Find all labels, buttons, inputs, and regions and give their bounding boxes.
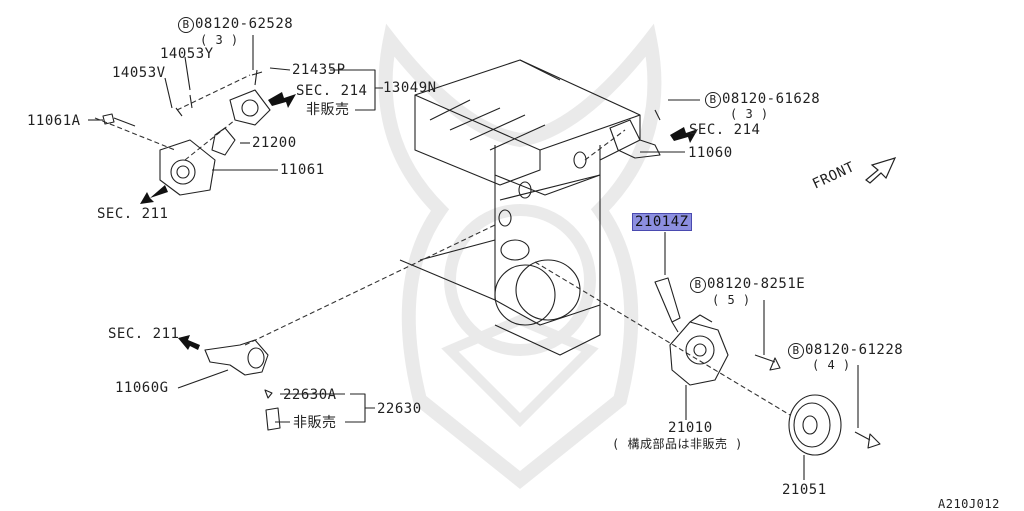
label-not-sold-top: 非販売 <box>306 102 350 118</box>
water-pump <box>669 314 729 386</box>
part-number: 08120-8251E <box>707 276 806 292</box>
label-21435p[interactable]: 21435P <box>292 62 346 78</box>
water-inlet-pipe <box>204 339 269 376</box>
pulley <box>788 394 842 456</box>
label-11060[interactable]: 11060 <box>688 145 733 161</box>
qty-8251e: ( 5 ) <box>712 293 751 307</box>
label-sec211-bottom[interactable]: SEC. 211 <box>108 326 180 342</box>
sealant-tube <box>654 277 681 333</box>
bolt-marker-icon: B <box>788 343 804 359</box>
bolt-11061a <box>102 113 136 127</box>
label-21014z-highlighted[interactable]: 21014Z <box>632 213 692 231</box>
arrow-sec214-right <box>670 127 698 143</box>
arrow-sec211-top <box>140 185 168 204</box>
label-sec214-left[interactable]: SEC. 214 <box>296 83 368 99</box>
part-number: 08120-61228 <box>805 342 904 358</box>
water-outlet-11060 <box>609 109 661 159</box>
label-11060g[interactable]: 11060G <box>115 380 169 396</box>
qty-61628: ( 3 ) <box>730 107 769 121</box>
label-11061a[interactable]: 11061A <box>27 113 81 129</box>
qty-61228: ( 4 ) <box>812 358 851 372</box>
bolt-marker-icon: B <box>705 92 721 108</box>
label-22630[interactable]: 22630 <box>377 401 422 417</box>
part-number: 08120-61628 <box>722 91 821 107</box>
label-sec214-right[interactable]: SEC. 214 <box>689 122 761 138</box>
label-11061[interactable]: 11061 <box>280 162 325 178</box>
label-not-sold-bottom: 非販売 <box>293 415 337 431</box>
label-13049n[interactable]: 13049N <box>383 80 437 96</box>
engine-block <box>399 59 641 356</box>
bolt-marker-icon: B <box>178 17 194 33</box>
label-21010[interactable]: 21010 <box>668 420 713 436</box>
label-14053v[interactable]: 14053V <box>112 65 166 81</box>
label-21200[interactable]: 21200 <box>252 135 297 151</box>
label-14053y[interactable]: 14053Y <box>160 46 214 62</box>
part-number: 08120-62528 <box>195 16 294 32</box>
bolt-marker-icon: B <box>690 277 706 293</box>
label-22630a[interactable]: 22630A <box>283 387 337 403</box>
thermostat-housing <box>159 67 291 196</box>
label-21051[interactable]: 21051 <box>782 482 827 498</box>
watermark-emblem <box>378 23 662 489</box>
qty-62528: ( 3 ) <box>200 33 239 47</box>
label-21010-note: ( 構成部品は非販売 ) <box>612 437 743 451</box>
front-arrow <box>865 157 897 184</box>
arrow-sec214-left <box>268 92 296 108</box>
arrow-sec211-bottom <box>178 335 200 350</box>
label-sec211-top[interactable]: SEC. 211 <box>97 206 169 222</box>
diagram-code: A210J012 <box>938 497 1000 511</box>
